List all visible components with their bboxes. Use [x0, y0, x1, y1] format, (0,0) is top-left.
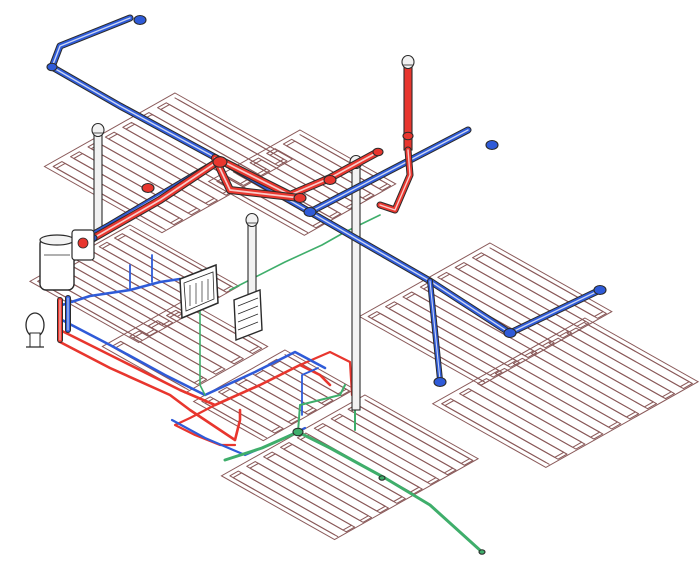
control-panel [179, 263, 219, 320]
coil-zone-right [431, 317, 700, 469]
fitting-right-cap [593, 284, 607, 296]
fitting-top-cap [133, 14, 147, 26]
supply-main-2 [211, 154, 304, 202]
fitting-red-elbow-1 [141, 182, 155, 194]
fitting-top-left [46, 62, 58, 72]
supply-main-3 [376, 146, 414, 214]
return-main-right [506, 286, 604, 337]
fitting-right-tee [503, 327, 517, 339]
equipment [25, 229, 263, 348]
fitting-red-vent [402, 131, 414, 141]
vent-stacks [91, 54, 415, 411]
fitting-red-cap [372, 147, 384, 157]
fitting-lower-right [433, 376, 447, 388]
fitting-mid-tee [303, 206, 317, 218]
return-main-lower-right [427, 278, 443, 383]
main-pipes [46, 14, 607, 555]
return-main-riser [48, 14, 134, 71]
drain-upper-2 [199, 299, 206, 396]
supply-branch-1 [58, 328, 332, 407]
underfloor-manifold [233, 288, 263, 342]
fitting-drain-mid [378, 475, 386, 481]
fitting-red-elbow-3 [323, 174, 337, 186]
fitting-drain-joint [292, 427, 304, 437]
fitting-upper-right-cap [485, 139, 499, 151]
supply-main-1 [86, 148, 382, 244]
water-heater [39, 229, 95, 291]
return-branch-6 [301, 367, 319, 416]
expansion-vessel [25, 312, 45, 348]
drain-main [223, 430, 484, 554]
return-main-upper-right [306, 126, 472, 216]
fitting-drain-end [478, 549, 486, 555]
vent-stack-boiler [91, 122, 105, 236]
fitting-red-elbow-2 [293, 192, 307, 204]
supply-branch-2 [58, 340, 242, 442]
coil-zone-bottom-left [192, 349, 356, 442]
fitting-center-tee [212, 156, 228, 168]
supply-branch-4 [298, 350, 354, 397]
coil-zone-bottom-center [220, 394, 480, 541]
drain-branch [297, 384, 346, 433]
